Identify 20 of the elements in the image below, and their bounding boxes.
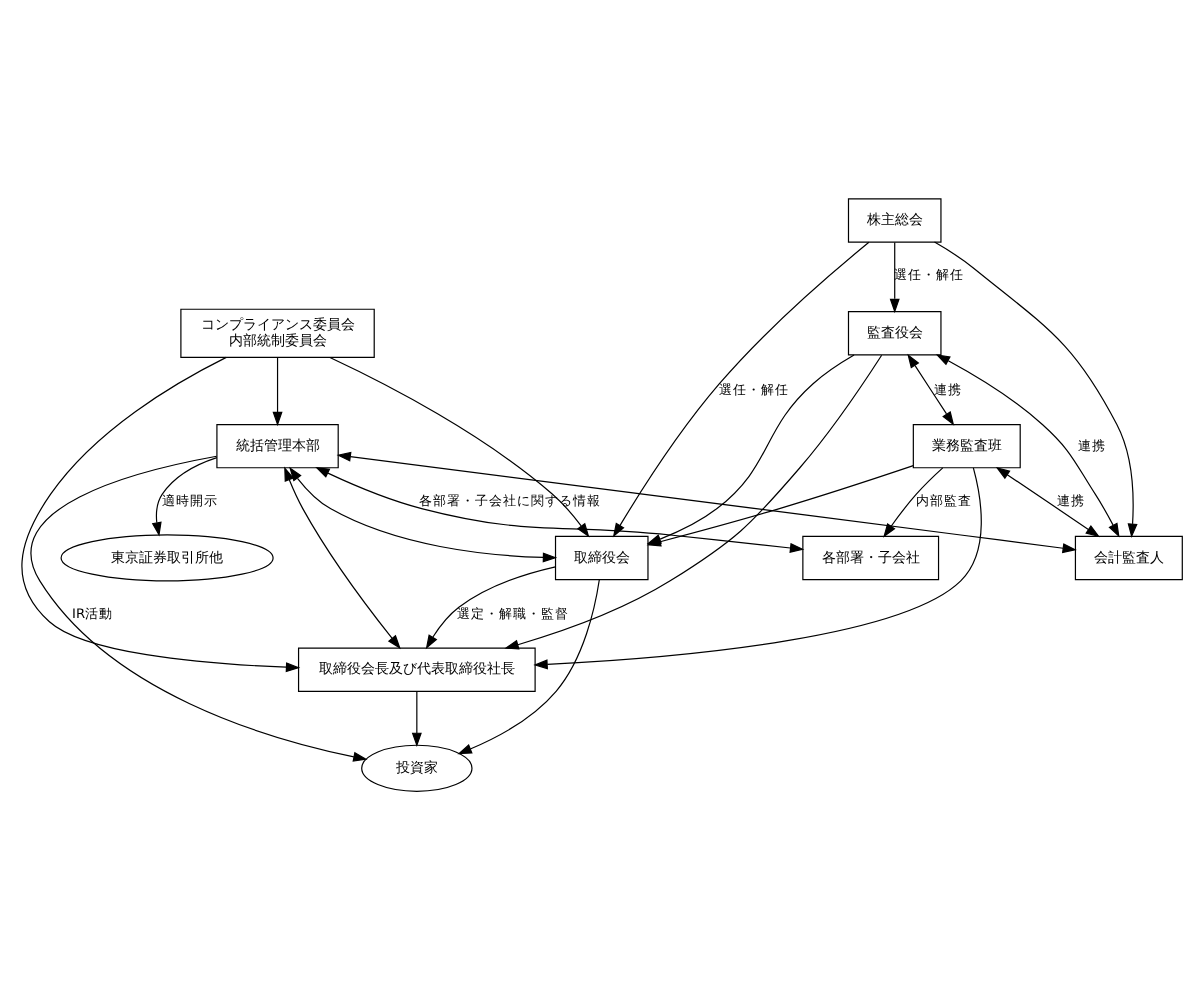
arrow [935,353,1120,537]
arrow [533,466,982,669]
arrow [457,578,600,754]
arrow [315,466,805,552]
arrow [336,450,1077,553]
arrow [883,466,944,537]
arrow [504,353,883,649]
arrow [272,355,283,426]
arrow [289,465,558,562]
arrow [411,690,422,747]
arrow [425,565,556,649]
arrow [151,456,218,536]
arrow [995,465,1100,537]
arrow [21,355,301,672]
arrow [284,465,401,649]
arrow [889,240,900,313]
arrow [907,352,955,425]
arrow [933,240,1138,537]
arrow [30,454,368,761]
arrow [612,240,870,537]
